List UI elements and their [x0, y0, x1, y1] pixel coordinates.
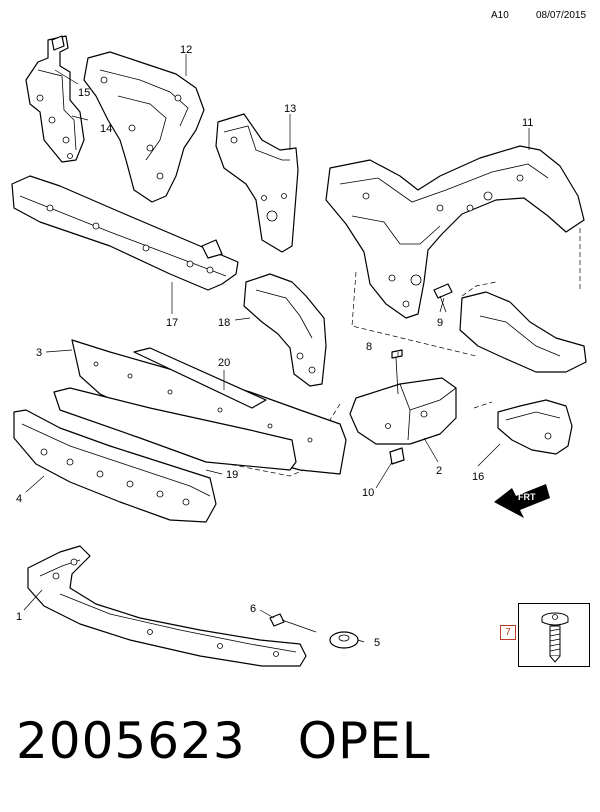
callout-4: 4: [16, 493, 22, 505]
callout-2: 2: [436, 465, 442, 477]
part-tie-bar-17: [11, 175, 239, 291]
part-energy-absorber-4: [13, 409, 217, 523]
clip-5: [329, 631, 359, 649]
parts-exploded-diagram: FRT 15: [11, 35, 587, 667]
nut-10: [389, 447, 405, 465]
part-panel-19: [53, 387, 297, 471]
part-bracket-16: [497, 399, 573, 455]
bolt-8: [391, 349, 403, 395]
callout-13: 13: [284, 103, 296, 115]
callout-16: 16: [472, 471, 484, 483]
part-bracket-14-15: [25, 35, 85, 163]
callout-1: 1: [16, 611, 22, 623]
front-direction-arrow: FRT: [494, 484, 550, 518]
part-side-rail-11: [325, 145, 585, 319]
part-bracket-18: [243, 273, 327, 387]
inset-callout-7: 7: [500, 625, 516, 640]
diagram-date: 08/07/2015: [536, 10, 587, 21]
callout-15: 15: [78, 87, 90, 99]
callout-10: 10: [362, 487, 374, 499]
callout-5: 5: [374, 637, 380, 649]
brand-name: OPEL: [297, 712, 431, 770]
footer: 2005623 OPEL: [16, 712, 431, 770]
part-number: 2005623: [16, 712, 246, 770]
callout-12: 12: [180, 44, 192, 56]
part-bracket-12: [83, 51, 205, 203]
part-bracket-13: [215, 113, 299, 253]
bolt-9: [433, 283, 453, 313]
screw-7-icon: [541, 612, 569, 663]
callout-14: 14: [100, 123, 112, 135]
front-direction-label: FRT: [518, 492, 536, 502]
callout-3: 3: [36, 347, 42, 359]
callout-8: 8: [366, 341, 372, 353]
part-inner-panel-ghost: [459, 291, 587, 373]
callout-6: 6: [250, 603, 256, 615]
part-deflector-1: [27, 545, 307, 667]
callout-19: 19: [226, 469, 238, 481]
screw-6: [269, 613, 317, 633]
callout-18: 18: [218, 317, 230, 329]
callout-11: 11: [522, 117, 533, 129]
diagram-code: A10: [491, 10, 509, 21]
part-crash-box-2: [349, 377, 457, 445]
leader-lines: [23, 54, 530, 643]
callout-17: 17: [166, 317, 178, 329]
callout-labels: 15 14 12 13 11 17 18 9 3 20 8 19 2 16 10…: [16, 44, 533, 649]
callout-9: 9: [437, 317, 443, 329]
part-strip-20: [133, 347, 267, 409]
inset-screw-7: [518, 603, 590, 667]
callout-20: 20: [218, 357, 230, 369]
